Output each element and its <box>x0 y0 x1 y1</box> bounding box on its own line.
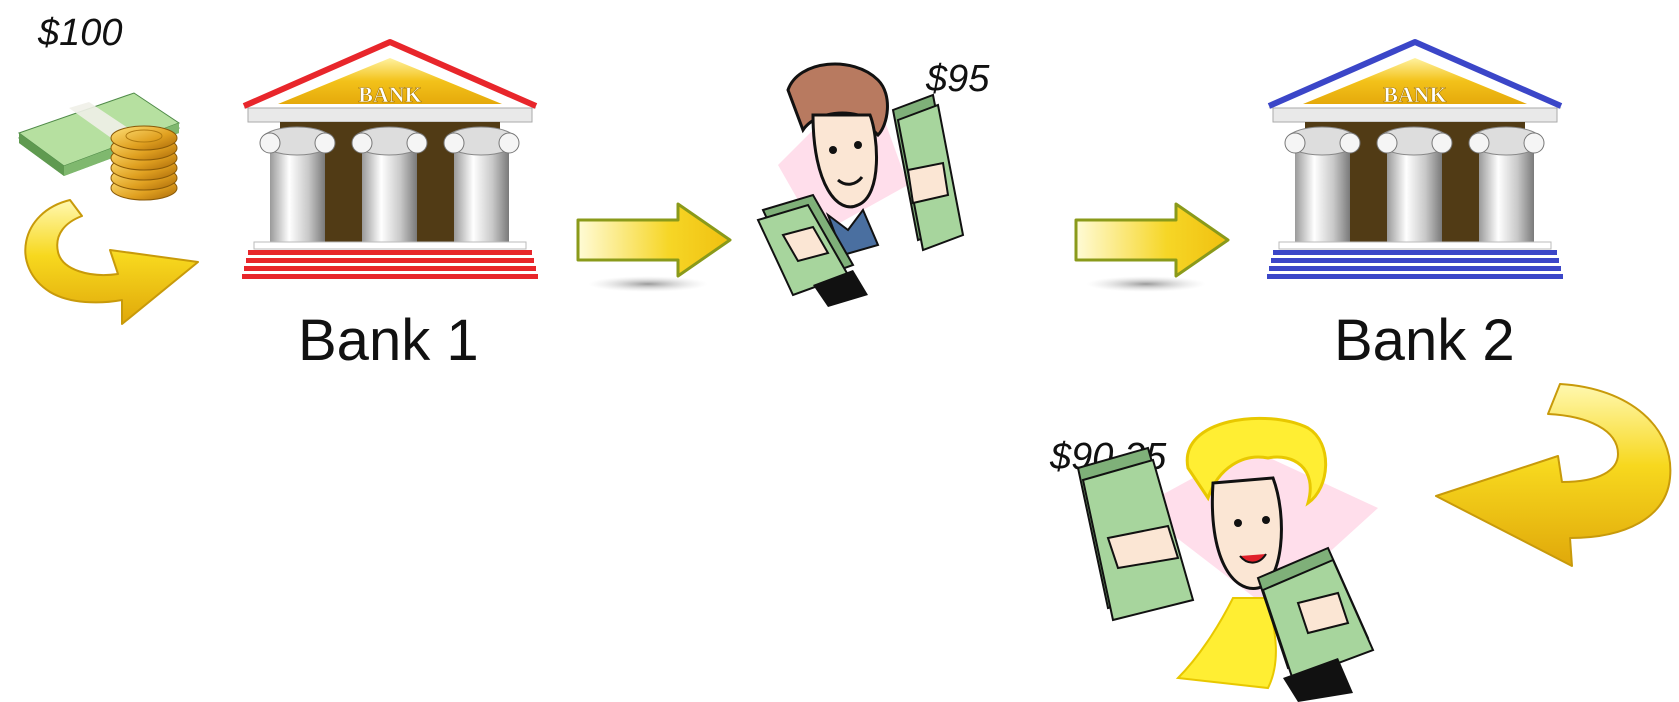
deposit-amount: $100 <box>38 12 123 54</box>
bank-sign: BANK <box>358 82 422 107</box>
roof-trim <box>242 39 538 109</box>
man-with-money-icon <box>756 62 965 307</box>
curved-arrow-icon <box>1435 383 1672 567</box>
bank-sign: BANK <box>1383 82 1447 107</box>
bank-2-label: Bank 2 <box>1334 308 1515 373</box>
woman-with-money-icon <box>1076 416 1378 702</box>
right-arrow-icon <box>1074 202 1230 292</box>
loan-1-amount: $95 <box>926 58 990 100</box>
curved-arrow-icon <box>24 199 199 325</box>
bank-building-icon: BANK <box>1267 39 1563 279</box>
money-coins-icon <box>17 92 181 201</box>
bank-building-icon: BANK <box>242 39 538 279</box>
right-arrow-icon <box>576 202 732 292</box>
bank-1-label: Bank 1 <box>298 308 479 373</box>
roof-trim <box>1267 39 1563 109</box>
